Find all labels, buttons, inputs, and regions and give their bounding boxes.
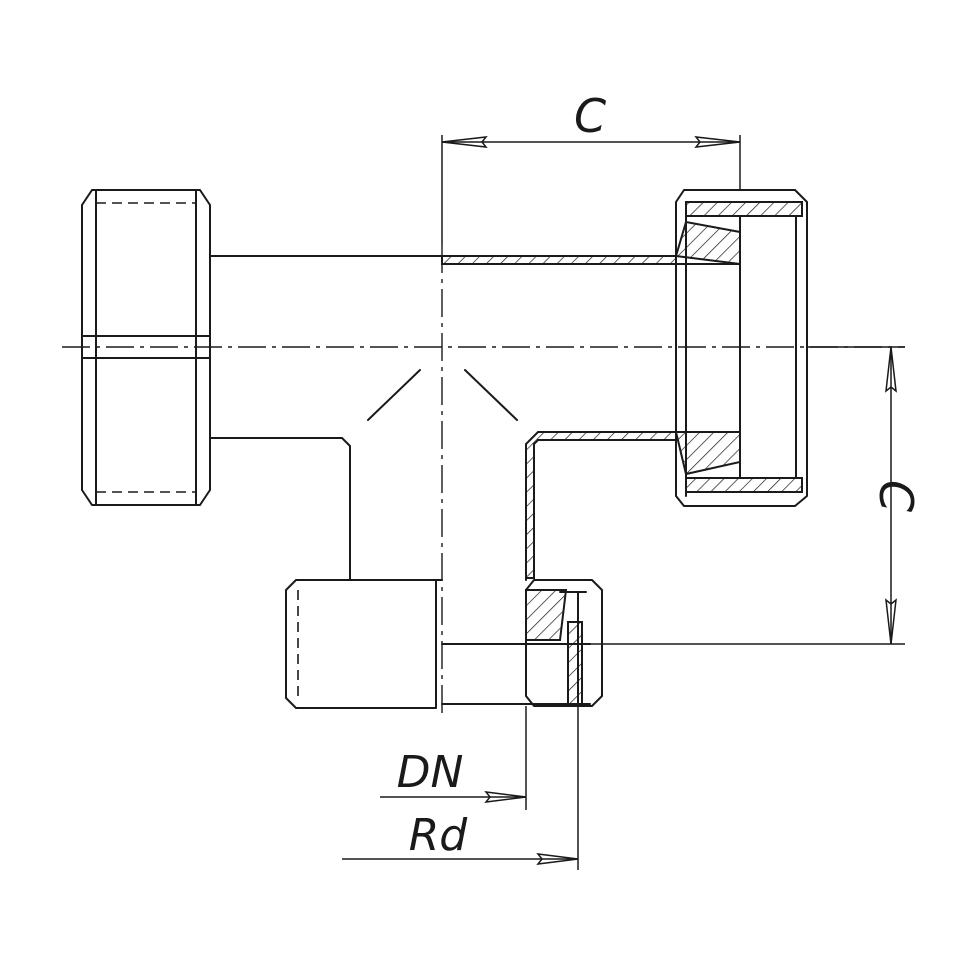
right-union-nut <box>675 189 808 507</box>
top-dimension: C <box>441 89 741 245</box>
dn-label: DN <box>397 747 464 798</box>
rd-leader: Rd <box>342 706 579 870</box>
upper-pipe-wall <box>441 220 741 266</box>
bottom-threaded-spigot <box>285 579 591 709</box>
lower-pipe-wall <box>525 431 741 581</box>
rd-label: Rd <box>409 810 469 861</box>
bottom-union-nut <box>525 579 603 707</box>
dn-leader: DN <box>380 706 527 810</box>
right-dimension: C <box>590 346 923 645</box>
top-dimension-label: C <box>574 89 606 143</box>
left-hex-nut <box>81 189 211 506</box>
right-dimension-label: C <box>869 480 923 512</box>
tee-body-outline <box>209 255 443 581</box>
center-lines <box>62 245 905 718</box>
